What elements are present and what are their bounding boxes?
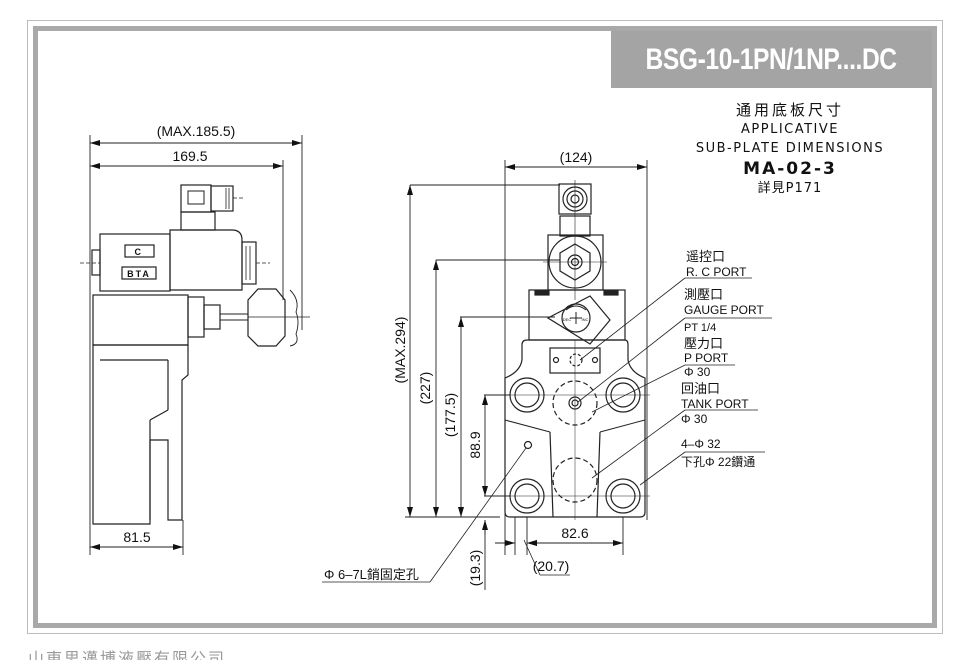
main-body-front bbox=[504, 339, 646, 518]
leader-gauge-port bbox=[577, 317, 686, 403]
lock-nut bbox=[203, 304, 221, 330]
model-title: BSG-10-1PN/1NP....DC bbox=[645, 43, 898, 76]
dim-177-5: (177.5) bbox=[442, 393, 458, 437]
handwheel-max-outline bbox=[289, 289, 299, 347]
nameplate-bta bbox=[121, 266, 157, 280]
side-view bbox=[80, 135, 310, 555]
dim-top-width: (124) bbox=[560, 149, 593, 165]
connector-box bbox=[180, 184, 212, 213]
nameplate-letter: C bbox=[135, 247, 142, 257]
leader-p-port bbox=[591, 364, 686, 413]
dim-19-3: (19.3) bbox=[467, 550, 483, 587]
subplate-info: 通用底板尺寸 APPLICATIVE SUB-PLATE DIMENSIONS … bbox=[660, 100, 920, 198]
rc-port-label-cn: 遥控口 bbox=[686, 249, 725, 264]
dim-227: (227) bbox=[417, 372, 433, 405]
screw-head bbox=[603, 290, 619, 296]
connector-plate bbox=[187, 190, 205, 205]
screw-head bbox=[534, 290, 550, 296]
knob-label-inc: INC bbox=[582, 317, 589, 322]
main-body-side bbox=[92, 344, 189, 525]
tank-port-label-en: TANK PORT bbox=[681, 397, 749, 411]
knob-label-dec: DEC bbox=[563, 317, 572, 322]
p-port-label-en: P PORT bbox=[684, 351, 729, 365]
locating-pin-hole bbox=[523, 440, 533, 450]
dim-88-9: 88.9 bbox=[467, 431, 483, 458]
nameplate-brand: BTA bbox=[127, 269, 151, 279]
watermark: 山東思邁博液壓有限公司 bbox=[28, 650, 227, 660]
dim-max-height: (MAX.294) bbox=[392, 317, 408, 384]
leader-mounting-holes bbox=[639, 451, 686, 486]
manual-override bbox=[241, 241, 257, 285]
leader-tank-port bbox=[591, 409, 686, 479]
connector-cap bbox=[210, 185, 234, 212]
leader-rc-port bbox=[579, 277, 686, 361]
front-view bbox=[322, 160, 772, 590]
subplate-title-en-2: SUB-PLATE DIMENSIONS bbox=[695, 141, 885, 156]
pin-hole-label: Φ 6–7L銷固定孔 bbox=[324, 567, 419, 582]
gauge-port-label-en: GAUGE PORT bbox=[684, 303, 764, 317]
gauge-port-size: PT 1/4 bbox=[684, 322, 716, 334]
callouts: 遥控口 R. C PORT 測壓口 GAUGE PORT PT 1/4 壓力口 … bbox=[324, 249, 764, 582]
subplate-title-en-1: APPLICATIVE bbox=[741, 122, 839, 137]
p-port-label-cn: 壓力口 bbox=[684, 336, 723, 351]
tank-port-label-cn: 回油口 bbox=[681, 381, 720, 396]
solenoid-housing bbox=[99, 233, 171, 292]
leader-pin-hole bbox=[429, 447, 527, 583]
tank-port-size: Φ 30 bbox=[681, 412, 708, 426]
dim-20-7: (20.7) bbox=[533, 558, 570, 574]
subplate-title-cn: 通用底板尺寸 bbox=[735, 101, 844, 119]
nameplate-c bbox=[124, 244, 155, 258]
model-title-banner: BSG-10-1PN/1NP....DC bbox=[611, 31, 932, 88]
outer-frame bbox=[27, 20, 943, 634]
dim-base-width: 81.5 bbox=[123, 529, 150, 545]
dim-82-6: 82.6 bbox=[561, 525, 588, 541]
adjust-knob bbox=[561, 303, 591, 333]
adjust-knob-plate bbox=[546, 295, 611, 345]
p-port-size: Φ 30 bbox=[684, 365, 711, 379]
mounting-holes-spec: 4–Φ 32 bbox=[681, 437, 721, 451]
adjust-handwheel bbox=[247, 288, 286, 347]
gauge-port-label-cn: 測壓口 bbox=[684, 287, 723, 302]
dim-max-width: (MAX.185.5) bbox=[157, 123, 236, 139]
connector-neck bbox=[180, 211, 216, 231]
coil-body bbox=[169, 229, 243, 291]
subplate-reference: 詳見P171 bbox=[757, 181, 823, 196]
leader-20-7 bbox=[523, 539, 541, 576]
dim-width: 169.5 bbox=[172, 148, 207, 164]
adjust-boss bbox=[187, 296, 205, 338]
subplate-model: MA-02-3 bbox=[743, 159, 837, 179]
mounting-holes-note: 下孔Φ 22鑽通 bbox=[681, 454, 755, 469]
pilot-body bbox=[92, 294, 189, 346]
rc-port-label-en: R. C PORT bbox=[686, 265, 747, 279]
solenoid-nut-left bbox=[91, 249, 101, 276]
